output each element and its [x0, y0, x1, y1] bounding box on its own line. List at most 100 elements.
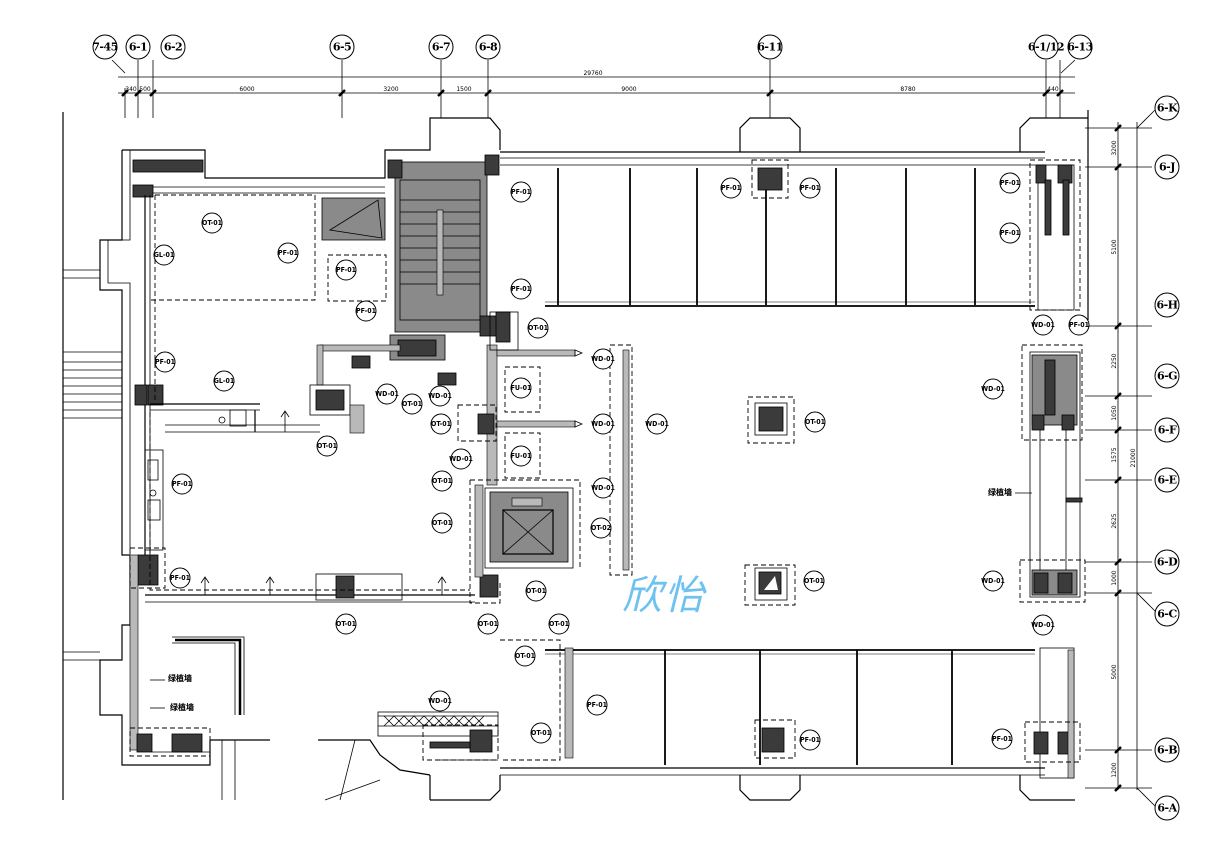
axis-bubble-6-f: 6-F	[1154, 417, 1180, 443]
svg-text:OT-01: OT-01	[431, 420, 451, 428]
svg-text:OT-01: OT-01	[805, 418, 825, 426]
material-tag-wd: WD-01	[449, 448, 473, 470]
material-tag-wd: WD-01	[645, 413, 669, 435]
axis-bubble-7-45: 7-45	[92, 34, 118, 60]
green-wall-label-1: 绿植墙	[168, 673, 192, 683]
dim-right-9: 1200	[1111, 762, 1118, 777]
svg-text:6-E: 6-E	[1157, 474, 1176, 487]
material-tag-ot02: OT-02	[590, 517, 612, 539]
material-tag-ot: OT-01	[316, 435, 338, 457]
dashed-zones	[129, 159, 1086, 763]
svg-text:OT-02: OT-02	[591, 524, 611, 532]
material-tag-pf: PF-01	[799, 177, 821, 199]
material-tag-pf: PF-01	[277, 242, 299, 264]
axis-bubble-6-7: 6-7	[428, 34, 454, 60]
dim-top-8: 440	[1047, 86, 1059, 93]
svg-text:FU-01: FU-01	[511, 384, 532, 392]
dim-top-6: 9000	[621, 86, 636, 93]
top-dimension-chain: 340 500 6000 3200 1500 9000 8780 440 297…	[111, 59, 1076, 118]
svg-text:6-B: 6-B	[1157, 744, 1177, 757]
material-tag-ot: OT-01	[525, 580, 547, 602]
svg-text:WD-01: WD-01	[428, 697, 452, 705]
svg-text:FU-01: FU-01	[511, 452, 532, 460]
top-axis-bubbles: 7-45 6-1 6-2 6-5 6-7 6-8 6-11 6-1/12 6-1…	[92, 34, 1093, 60]
material-tag-pf: PF-01	[335, 259, 357, 281]
svg-text:PF-01: PF-01	[511, 188, 531, 196]
material-tag-pf: PF-01	[510, 181, 532, 203]
axis-bubble-6-c: 6-C	[1154, 601, 1180, 627]
axis-bubble-6-b: 6-B	[1154, 737, 1180, 763]
svg-text:WD-01: WD-01	[981, 577, 1005, 585]
svg-text:OT-01: OT-01	[336, 620, 356, 628]
material-tag-gl: GL-01	[153, 244, 175, 266]
material-tag-pf: PF-01	[171, 473, 193, 495]
dim-top-4: 3200	[383, 86, 398, 93]
svg-text:PF-01: PF-01	[1000, 179, 1020, 187]
axis-bubble-6-d: 6-D	[1154, 549, 1180, 575]
svg-text:PF-01: PF-01	[155, 358, 175, 366]
svg-text:6-1/12: 6-1/12	[1028, 41, 1064, 54]
svg-text:WD-01: WD-01	[428, 392, 452, 400]
material-tag-fu: FU-01	[510, 377, 532, 399]
dim-right-5: 1575	[1111, 447, 1118, 462]
dim-top-2: 500	[139, 86, 151, 93]
stair-core	[321, 154, 500, 361]
svg-text:WD-01: WD-01	[591, 355, 615, 363]
svg-text:WD-01: WD-01	[449, 455, 473, 463]
svg-text:WD-01: WD-01	[981, 385, 1005, 393]
svg-text:PF-01: PF-01	[992, 735, 1012, 743]
right-axis-bubbles: 6-K 6-J 6-H 6-G 6-F 6-E 6-D 6-C 6-B 6-A	[1154, 95, 1180, 821]
axis-bubble-6-e: 6-E	[1154, 467, 1180, 493]
dim-right-7: 1000	[1111, 570, 1118, 585]
material-tag-wd: WD-01	[591, 413, 615, 435]
material-tag-ot: OT-01	[401, 393, 423, 415]
svg-text:WD-01: WD-01	[375, 390, 399, 398]
axis-bubble-6-8: 6-8	[475, 34, 501, 60]
dim-top-3: 6000	[239, 86, 254, 93]
svg-text:6-7: 6-7	[432, 41, 450, 54]
dim-right-total: 21000	[1130, 448, 1137, 467]
svg-text:GL-01: GL-01	[214, 377, 235, 385]
svg-text:PF-01: PF-01	[721, 184, 741, 192]
material-tag-wd: WD-01	[591, 348, 615, 370]
svg-text:6-D: 6-D	[1157, 556, 1178, 569]
material-tag-pf: PF-01	[586, 694, 608, 716]
material-tag-wd: WD-01	[1031, 614, 1055, 636]
material-tag-wd: WD-01	[428, 690, 452, 712]
svg-text:PF-01: PF-01	[800, 184, 820, 192]
svg-text:OT-01: OT-01	[402, 400, 422, 408]
svg-text:OT-01: OT-01	[528, 324, 548, 332]
material-tag-wd: WD-01	[591, 477, 615, 499]
material-tag-ot: OT-01	[527, 317, 549, 339]
dim-top-total: 29760	[583, 70, 602, 77]
svg-text:WD-01: WD-01	[645, 420, 669, 428]
material-tag-ot: OT-01	[803, 570, 825, 592]
dim-right-3: 2250	[1111, 353, 1118, 368]
svg-text:OT-01: OT-01	[526, 587, 546, 595]
svg-text:PF-01: PF-01	[511, 285, 531, 293]
watermark: 欣怡	[622, 573, 706, 619]
svg-text:6-1: 6-1	[129, 41, 147, 54]
svg-text:6-8: 6-8	[479, 41, 498, 54]
dim-top-1: 340	[125, 86, 137, 93]
svg-text:GL-01: GL-01	[154, 251, 175, 259]
material-tag-ot: OT-01	[335, 613, 357, 635]
dim-top-5: 1500	[456, 86, 471, 93]
material-tag-ot: OT-01	[548, 613, 570, 635]
exterior-stairs	[63, 269, 122, 661]
material-tag-ot: OT-01	[430, 413, 452, 435]
axis-bubble-6-13: 6-13	[1067, 34, 1093, 60]
material-tag-ot: OT-01	[477, 613, 499, 635]
svg-text:OT-01: OT-01	[531, 729, 551, 737]
dim-right-6: 2625	[1111, 513, 1118, 528]
svg-text:OT-01: OT-01	[432, 477, 452, 485]
bay-partitions	[545, 168, 1035, 765]
axis-bubble-6-5: 6-5	[329, 34, 355, 60]
svg-text:6-H: 6-H	[1156, 299, 1177, 312]
material-tag-ot: OT-01	[514, 645, 536, 667]
green-wall-label-2: 绿植墙	[170, 702, 194, 712]
material-tag-pf: PF-01	[154, 351, 176, 373]
svg-text:OT-01: OT-01	[202, 219, 222, 227]
